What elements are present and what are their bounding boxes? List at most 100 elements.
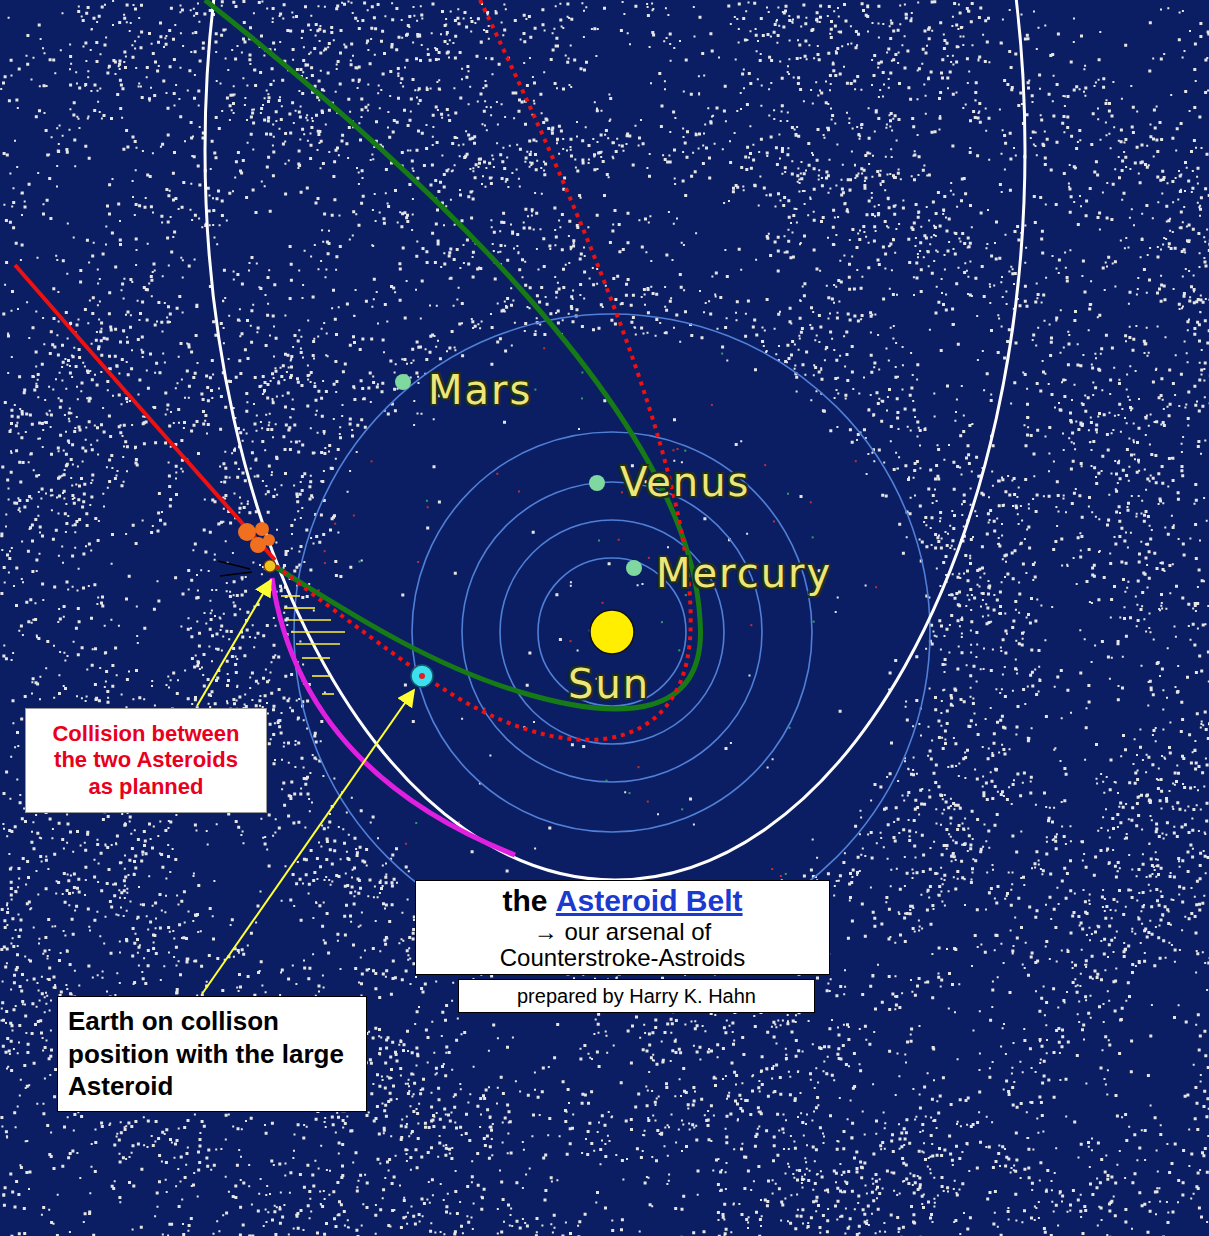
box-text: Earth on collison position with the larg… [68,1005,356,1103]
asteroid-dot [405,843,407,845]
asteroid-dot [324,550,326,552]
asteroid-dot [427,506,429,508]
text-line: → our arsenal of Counterstroke-Astroids [424,919,821,972]
asteroid-dot [855,460,857,462]
asteroid-path [15,265,275,560]
hatch-line [291,631,345,633]
asteroid-dot [813,621,815,623]
asteroid-dot [787,493,789,495]
box-text: prepared by Harry K. Hahn [467,984,806,1008]
asteroid-dot [685,594,687,596]
asteroid-dot [581,372,583,374]
asteroid-blob [264,560,276,572]
text-line: the Asteroid Belt [424,883,821,919]
asteroid-dot [812,536,814,538]
asteroid-dot [602,602,604,604]
title-box: the Asteroid Belt→ our arsenal of Counter… [415,880,830,975]
asteroid-dot [534,389,536,391]
text-line: Earth on collison position with the larg… [68,1005,356,1103]
orbit-ring [294,314,930,950]
hatch-lines [281,596,345,694]
planet-label: Sun [568,664,650,704]
sun-disc [590,610,634,654]
planet-dot [589,475,605,491]
asteroid-dot [810,501,812,503]
hatch-line [322,693,334,695]
asteroid-dot [598,540,600,542]
asteroid-blob [238,523,256,541]
orbit-ring [412,432,812,832]
box-text: Collision between the two Asteroids as p… [32,721,260,800]
planet-label: Venus [620,462,750,502]
asteroid-dot [672,449,674,451]
planet-dot [395,374,411,390]
hatch-line [284,607,315,609]
asteroid-dot [637,766,639,768]
box-text: Asteroid Belt [556,884,743,917]
asteroid-dot [415,822,417,824]
asteroid-blob [255,522,269,536]
hatch-line [287,619,331,621]
asteroid-dot [543,347,545,349]
asteroid-dot [371,460,373,462]
callout-box: Earth on collison position with the larg… [57,996,367,1112]
asteroid-dot [581,397,583,399]
hatch-line [281,595,300,597]
impact-marks [218,561,252,576]
asteroid-dot [324,562,326,564]
asteroid-dot [628,792,630,794]
hatch-line [296,643,340,645]
earth-center [419,673,425,679]
hatch-line [302,657,330,659]
callout-box: Collision between the two Asteroids as p… [25,708,267,813]
asteroid-dot [648,557,650,559]
asteroid-dot [721,353,723,355]
hatch-line [312,675,330,677]
asteroid-dot [518,490,520,492]
asteroid-dot [750,624,752,626]
box-text: the [502,884,547,917]
asteroid-dot [647,801,649,803]
colliding-asteroids [218,522,276,576]
asteroid-dot [785,873,787,875]
planet-label: Mars [428,370,532,410]
asteroid-dot [334,523,336,525]
credit-box: prepared by Harry K. Hahn [458,979,815,1013]
earth-orbit-segment [272,578,515,855]
text-line: prepared by Harry K. Hahn [467,984,806,1008]
asteroid-blob [263,534,275,546]
planet-orbits [294,314,930,950]
asteroid-orbit [205,0,1025,880]
asteroid-dot [789,727,791,729]
asteroid-dot [618,539,620,541]
asteroid-dot [678,649,680,651]
asteroid-dot [764,464,766,466]
asteroid-dot [780,875,782,877]
asteroid-dot [359,561,361,563]
asteroid-dot [417,561,419,563]
deflected-path [275,0,691,740]
leader-arrow [197,580,271,706]
asteroid-dot [771,868,773,870]
planet-label: Mercury [656,553,832,593]
asteroid-dot [661,621,663,623]
asteroid-dot [773,520,775,522]
planet-dot [626,560,642,576]
asteroid-dot [711,404,713,406]
asteroid-dot [570,640,572,642]
text-line: Collision between the two Asteroids as p… [32,721,260,800]
orbit-ring [462,482,762,782]
asteroid-dot [353,514,355,516]
asteroid-dot [684,450,686,452]
asteroid-dot [681,808,683,810]
asteroid-dot [676,448,678,450]
asteroid-dot [426,500,428,502]
earth-disc [411,665,433,687]
asteroid-dot [496,473,498,475]
asteroid-dot [875,586,877,588]
box-text: → our arsenal of Counterstroke-Astroids [473,919,773,972]
